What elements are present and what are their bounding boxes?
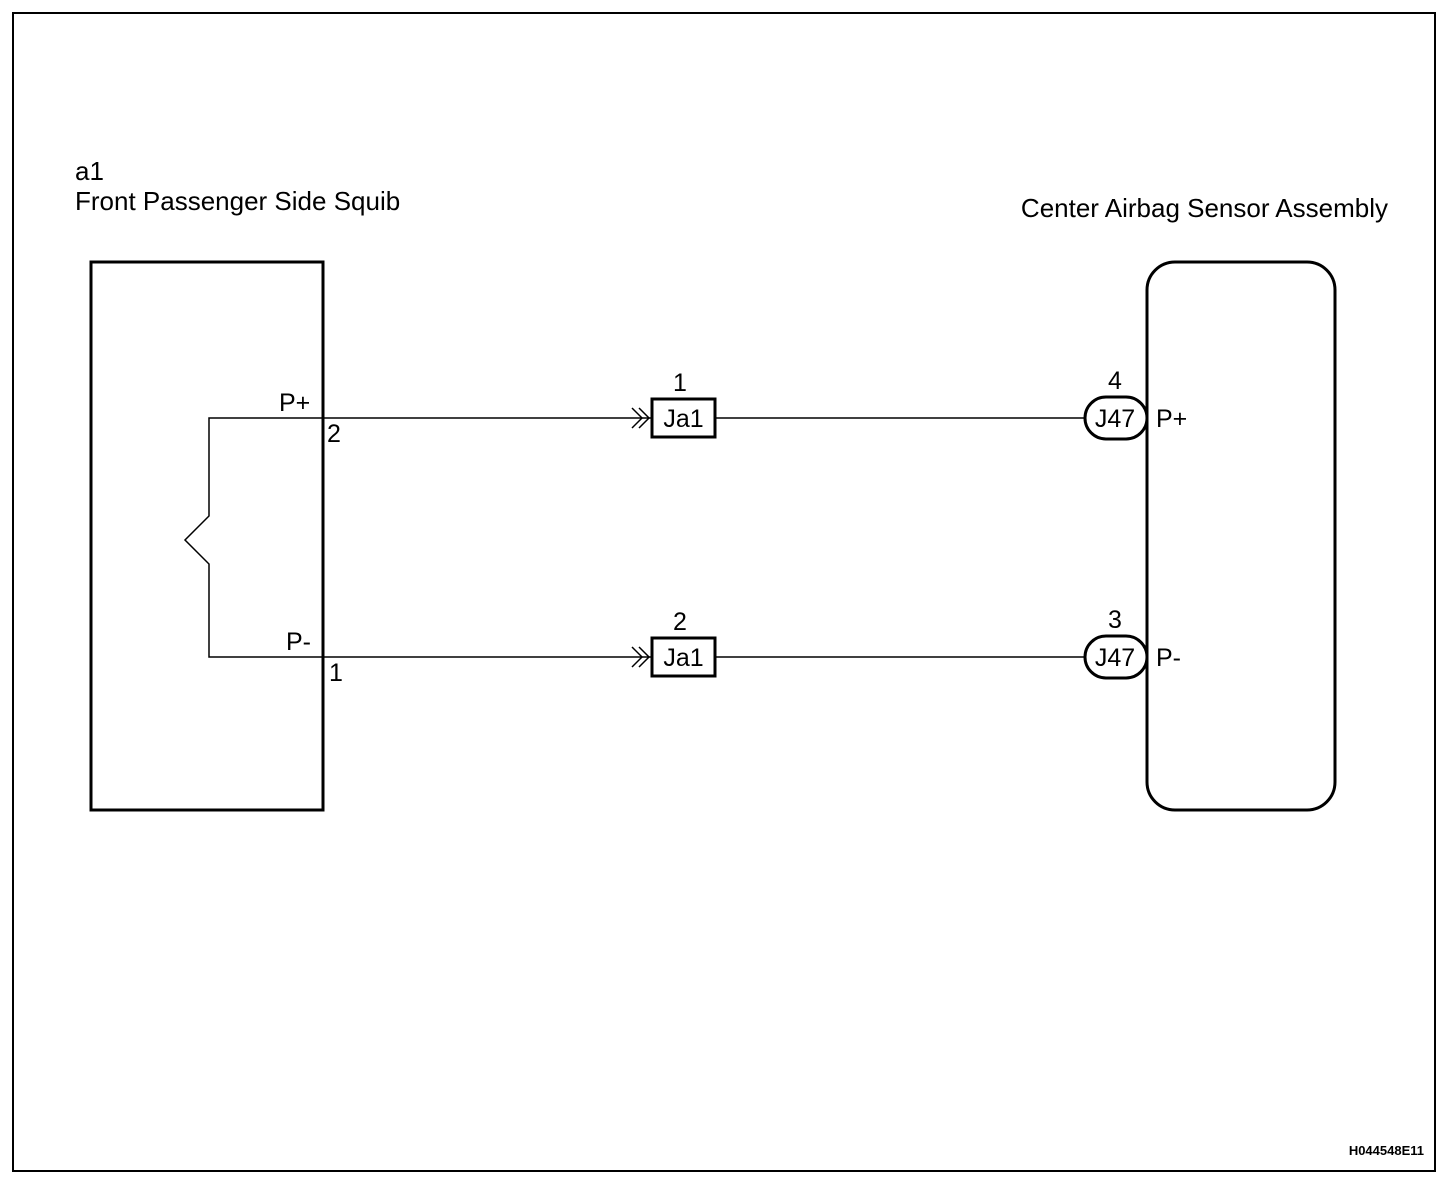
connector-arrow-icon: [631, 646, 644, 668]
squib-element-symbol: [183, 417, 323, 658]
squib-name: Front Passenger Side Squib: [75, 186, 400, 216]
junction-lower-connector: Ja1: [663, 644, 703, 672]
sensor-pin-plus-label: P+: [1156, 405, 1187, 433]
sensor-name: Center Airbag Sensor Assembly: [1021, 193, 1388, 223]
junction-lower-number: 2: [673, 608, 687, 636]
squib-pin-minus-number: 1: [329, 659, 343, 687]
squib-pin-plus-label: P+: [279, 389, 310, 417]
junction-upper-connector: Ja1: [663, 405, 703, 433]
connector-arrow-icon: [631, 407, 644, 429]
squib-pin-minus-label: P-: [286, 628, 311, 656]
sensor-pin-plus-number: 4: [1108, 367, 1122, 395]
squib-box: [89, 260, 325, 812]
sensor-pin-minus-number: 3: [1108, 606, 1122, 634]
connector-arrow-icon: [638, 407, 651, 429]
sensor-box: [1145, 260, 1337, 812]
sensor-connector-plus: [1083, 395, 1149, 441]
sensor-connector-minus-label: J47: [1095, 644, 1135, 672]
junction-upper-number: 1: [673, 369, 687, 397]
squib-connector-label: a1: [75, 156, 104, 186]
squib-pin-plus-number: 2: [327, 420, 341, 448]
sensor-connector-minus: [1083, 634, 1149, 680]
diagram-code: H044548E11: [1349, 1143, 1424, 1158]
sensor-pin-minus-label: P-: [1156, 644, 1181, 672]
sensor-connector-plus-label: J47: [1095, 405, 1135, 433]
diagram-frame: [12, 12, 1436, 1172]
connector-arrow-icon: [638, 646, 651, 668]
